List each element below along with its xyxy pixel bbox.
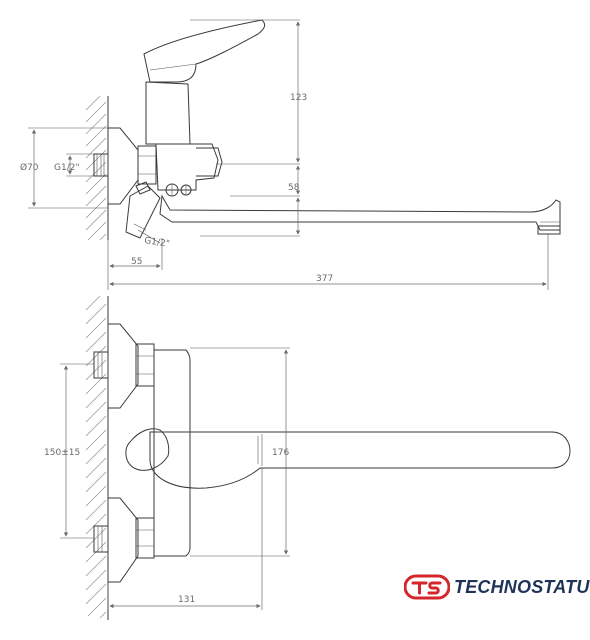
dim-body-height-label: 176 — [272, 448, 289, 458]
dim-inlet-spacing-label: 150±15 — [44, 448, 80, 458]
side-view: 123 58 55 377 Ø70 G1/2" G1/2" — [20, 19, 561, 290]
brand-logo: TECHNOSTATUS — [404, 574, 590, 602]
dim-thread-outlet-label: G1/2" — [144, 236, 171, 249]
front-view: 150±15 176 131 — [44, 295, 571, 620]
technostatus-ts-logo-icon — [404, 574, 450, 600]
wall-hatch-bottom — [85, 295, 109, 620]
brand-name: TECHNOSTATUS — [454, 577, 590, 597]
wall-hatch-top — [85, 95, 109, 241]
dim-thread-inlet-label: G1/2" — [54, 163, 80, 173]
dim-spout-length-label: 377 — [316, 274, 333, 284]
dim-depth-label: 131 — [178, 595, 195, 605]
dim-wall-offset-label: 55 — [131, 257, 142, 267]
dim-spout-height-label: 58 — [288, 183, 300, 193]
dim-height-label: 123 — [290, 93, 307, 103]
dim-flange-diameter-label: Ø70 — [20, 162, 39, 173]
